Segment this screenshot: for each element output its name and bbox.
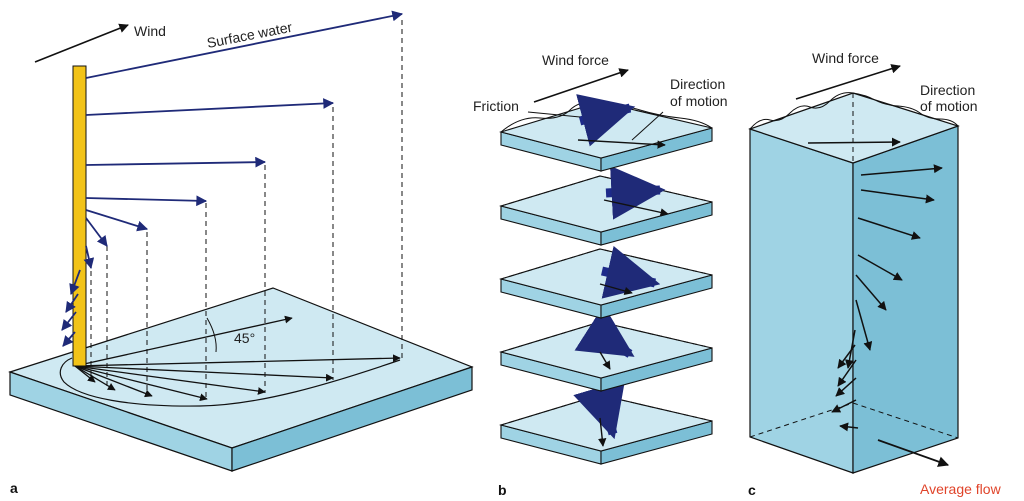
layer-motion-arrow [577, 139, 666, 149]
layer-3 [498, 245, 713, 319]
wind-label: Wind [134, 23, 166, 39]
layer-hidden-edge [500, 248, 713, 280]
layer-hidden-edge [500, 175, 713, 207]
panel-a: Wind Surface water 45° a [8, 10, 474, 496]
panel-c-vectors [807, 137, 943, 432]
panel-c-direction-label-1: Direction [920, 82, 975, 98]
panel-b-direction-label-2: of motion [670, 93, 728, 109]
panel-b-direction-label-1: Direction [670, 76, 725, 92]
panel-c-wind-force-arrow [795, 64, 901, 100]
panel-b [498, 94, 713, 465]
average-flow-arrow [877, 439, 950, 467]
spiral-curve [59, 357, 401, 407]
pole [72, 65, 87, 367]
panel-c-direction-label-2: of motion [920, 98, 978, 114]
wind-arrow [34, 23, 129, 63]
friction-pointer [527, 111, 581, 118]
projection-lines [90, 20, 403, 400]
layer-4 [498, 305, 713, 392]
layer-flow-arrow [574, 305, 635, 358]
layer-flow-arrow [576, 94, 636, 147]
friction-label: Friction [473, 98, 519, 114]
layer-motion-arrow [598, 417, 607, 447]
panel-b-label: b [498, 482, 507, 498]
angle-label: 45° [234, 330, 255, 346]
layer-motion-arrow [599, 351, 611, 370]
average-flow-label: Average flow [920, 481, 1002, 497]
layer-motion-arrow [603, 199, 669, 217]
panel-c-label: c [748, 482, 756, 498]
panel-b-direction-pointer [631, 111, 664, 141]
layer-5 [498, 379, 713, 465]
panel-b-wind-force-label: Wind force [542, 52, 609, 68]
layer-2 [498, 165, 713, 246]
layer-flow-arrow [605, 165, 666, 220]
panel-a-slab-side [231, 366, 473, 472]
surface-vectors [74, 315, 401, 402]
panel-c-wind-force-label: Wind force [812, 50, 879, 66]
surface-water-label: Surface water [206, 19, 294, 51]
panel-c: Wind force Direction of motion Average f… [748, 50, 1002, 498]
layer-flow-arrow [601, 245, 661, 299]
depth-vectors [61, 10, 404, 347]
panel-b-labels: Wind force Friction Direction of motion … [473, 52, 728, 498]
layer-motion-arrow [599, 283, 633, 295]
panel-a-label: a [10, 480, 18, 496]
panel-c-column-front [749, 128, 854, 474]
panel-b-wind-force-arrow [533, 68, 629, 103]
layer-flow-arrow [573, 379, 626, 440]
